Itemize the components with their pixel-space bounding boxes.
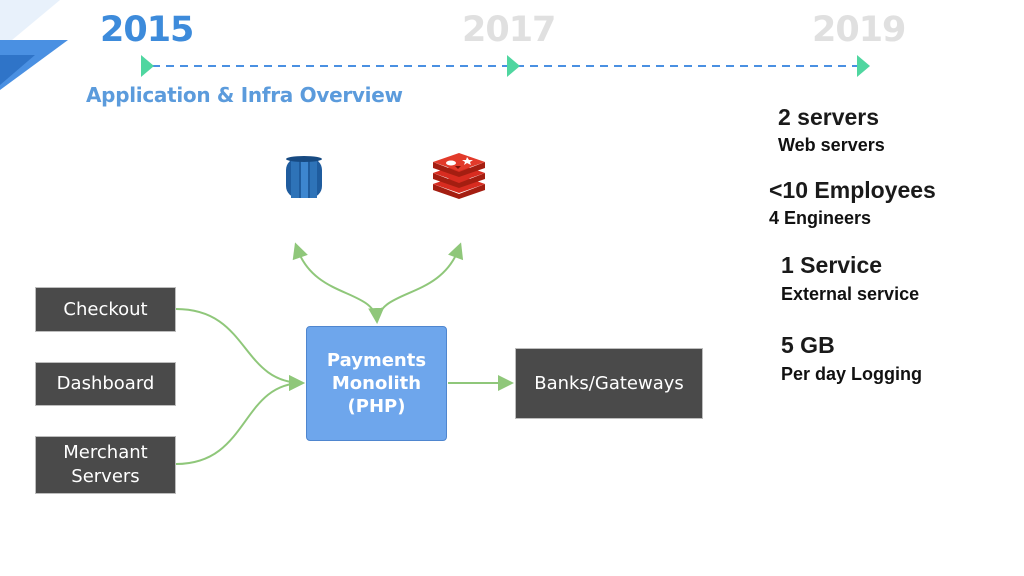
stat-service-subtitle: External service (781, 284, 920, 304)
checkout-label: Checkout (63, 298, 148, 320)
timeline-marker-2017 (507, 55, 520, 77)
payments-monolith-box: Payments Monolith (PHP) (306, 326, 447, 441)
dashboard-label: Dashboard (56, 373, 155, 394)
year-2019: 2019 (812, 10, 906, 50)
stat-logging-title: 5 GB (781, 332, 835, 358)
stat-servers-title: 2 servers (778, 104, 880, 130)
merchant-servers-box: Merchant Servers (35, 436, 176, 494)
stat-servers-subtitle: Web servers (778, 135, 885, 155)
page-subtitle: Application & Infra Overview (86, 83, 403, 107)
checkout-box: Checkout (35, 287, 176, 332)
corner-decoration (0, 0, 68, 90)
stat-employees-subtitle: 4 Engineers (769, 208, 872, 228)
timeline-marker-2019 (857, 55, 870, 77)
redis-icon (433, 153, 485, 199)
stat-logging-subtitle: Per day Logging (781, 364, 923, 384)
timeline (141, 55, 870, 77)
timeline-marker-2015 (141, 55, 154, 77)
year-2015: 2015 (100, 10, 194, 50)
database-icon (286, 156, 322, 198)
banks-gateways-box: Banks/Gateways (515, 348, 703, 419)
stat-service-title: 1 Service (781, 252, 883, 278)
dashboard-box: Dashboard (35, 362, 176, 406)
banks-gateways-label: Banks/Gateways (534, 372, 684, 394)
year-2017: 2017 (462, 10, 556, 50)
stat-employees-title: <10 Employees (769, 177, 936, 203)
merchant-servers-label: Merchant Servers (63, 442, 148, 487)
payments-monolith-label: Payments Monolith (PHP) (326, 350, 427, 417)
